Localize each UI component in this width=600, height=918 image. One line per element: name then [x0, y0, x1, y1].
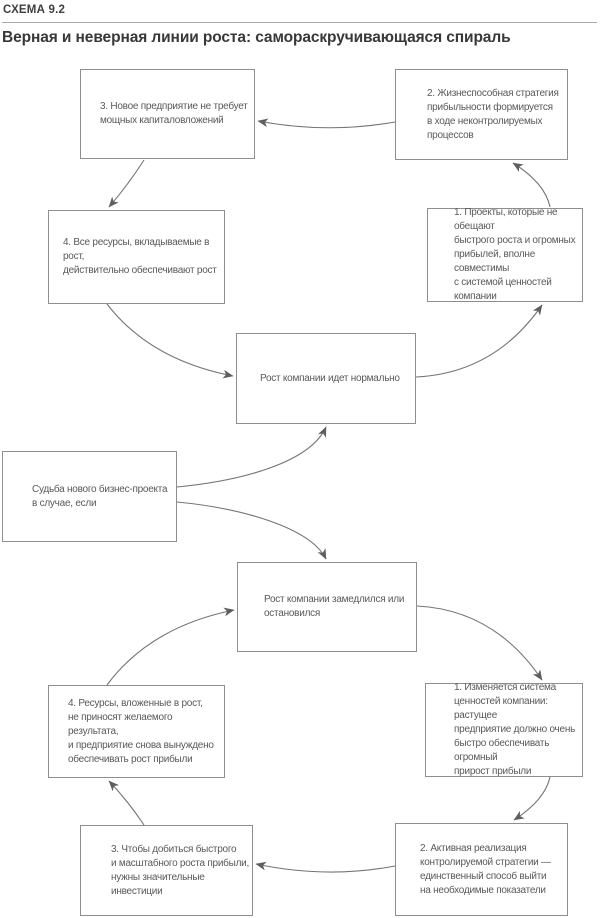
arrow-growth-to-projects [415, 304, 543, 378]
box-large-investments-text: 3. Чтобы добиться быстрого и масштабного… [111, 843, 250, 897]
box-new-venture-text: 3. Новое предприятие не требует мощных к… [100, 101, 248, 126]
box-viable-strategy: 2. Жизнеспособная стратегия прибыльности… [395, 69, 568, 160]
arrow-projects-to-strategy [512, 162, 551, 208]
box-growth-slowed: Рост компании замедлился или остановился [237, 562, 417, 652]
box-project-fate-text: Судьба нового бизнес-проекта в случае, е… [32, 483, 168, 509]
arrow-slowed-to-values [416, 605, 543, 681]
box-resources-no-result: 4. Ресурсы, вложенные в рост, не принося… [48, 685, 225, 778]
page-title: Верная и неверная линии роста: самораскр… [2, 29, 511, 46]
arrow-fate-to-slowed-growth [176, 501, 327, 560]
box-viable-strategy-text: 2. Жизнеспособная стратегия прибыльности… [427, 87, 559, 141]
box-resources-no-result-text: 4. Ресурсы, вложенные в рост, не принося… [68, 697, 214, 765]
arrow-investment-to-resources [108, 780, 145, 826]
arrow-values-to-implementation [513, 776, 551, 821]
box-values-change-text: 1. Изменяется система ценностей компании… [454, 682, 576, 777]
header-divider [2, 22, 597, 23]
box-large-investments: 3. Чтобы добиться быстрого и масштабного… [80, 825, 253, 916]
scheme-number: СХЕМА 9.2 [3, 4, 66, 16]
arrow-resources-to-slowed [106, 607, 235, 686]
box-growth-normal: Рост компании идет нормально [236, 333, 416, 424]
box-new-venture: 3. Новое предприятие не требует мощных к… [80, 69, 255, 159]
box-values-change: 1. Изменяется система ценностей компании… [425, 682, 583, 777]
box-all-resources-text: 4. Все ресурсы, вкладываемые в рост, дей… [63, 237, 217, 276]
box-projects-compatible: 1. Проекты, которые не обещают быстрого … [427, 207, 583, 302]
box-growth-slowed-text: Рост компании замедлился или остановился [264, 594, 405, 619]
arrow-implementation-to-investment [255, 861, 396, 873]
box-controlled-strategy: 2. Активная реализация контролируемой ст… [395, 823, 568, 916]
arrow-resources-to-growth [106, 303, 234, 379]
box-controlled-strategy-text: 2. Активная реализация контролируемой ст… [420, 842, 551, 896]
box-project-fate: Судьба нового бизнес-проекта в случае, е… [2, 451, 177, 542]
arrow-venture-to-resources [108, 159, 145, 208]
arrow-fate-to-normal-growth [176, 426, 327, 488]
box-all-resources: 4. Все ресурсы, вкладываемые в рост, дей… [48, 210, 225, 304]
arrow-strategy-to-venture [257, 118, 396, 129]
box-projects-compatible-text: 1. Проекты, которые не обещают быстрого … [454, 207, 576, 302]
box-growth-normal-text: Рост компании идет нормально [260, 372, 400, 384]
